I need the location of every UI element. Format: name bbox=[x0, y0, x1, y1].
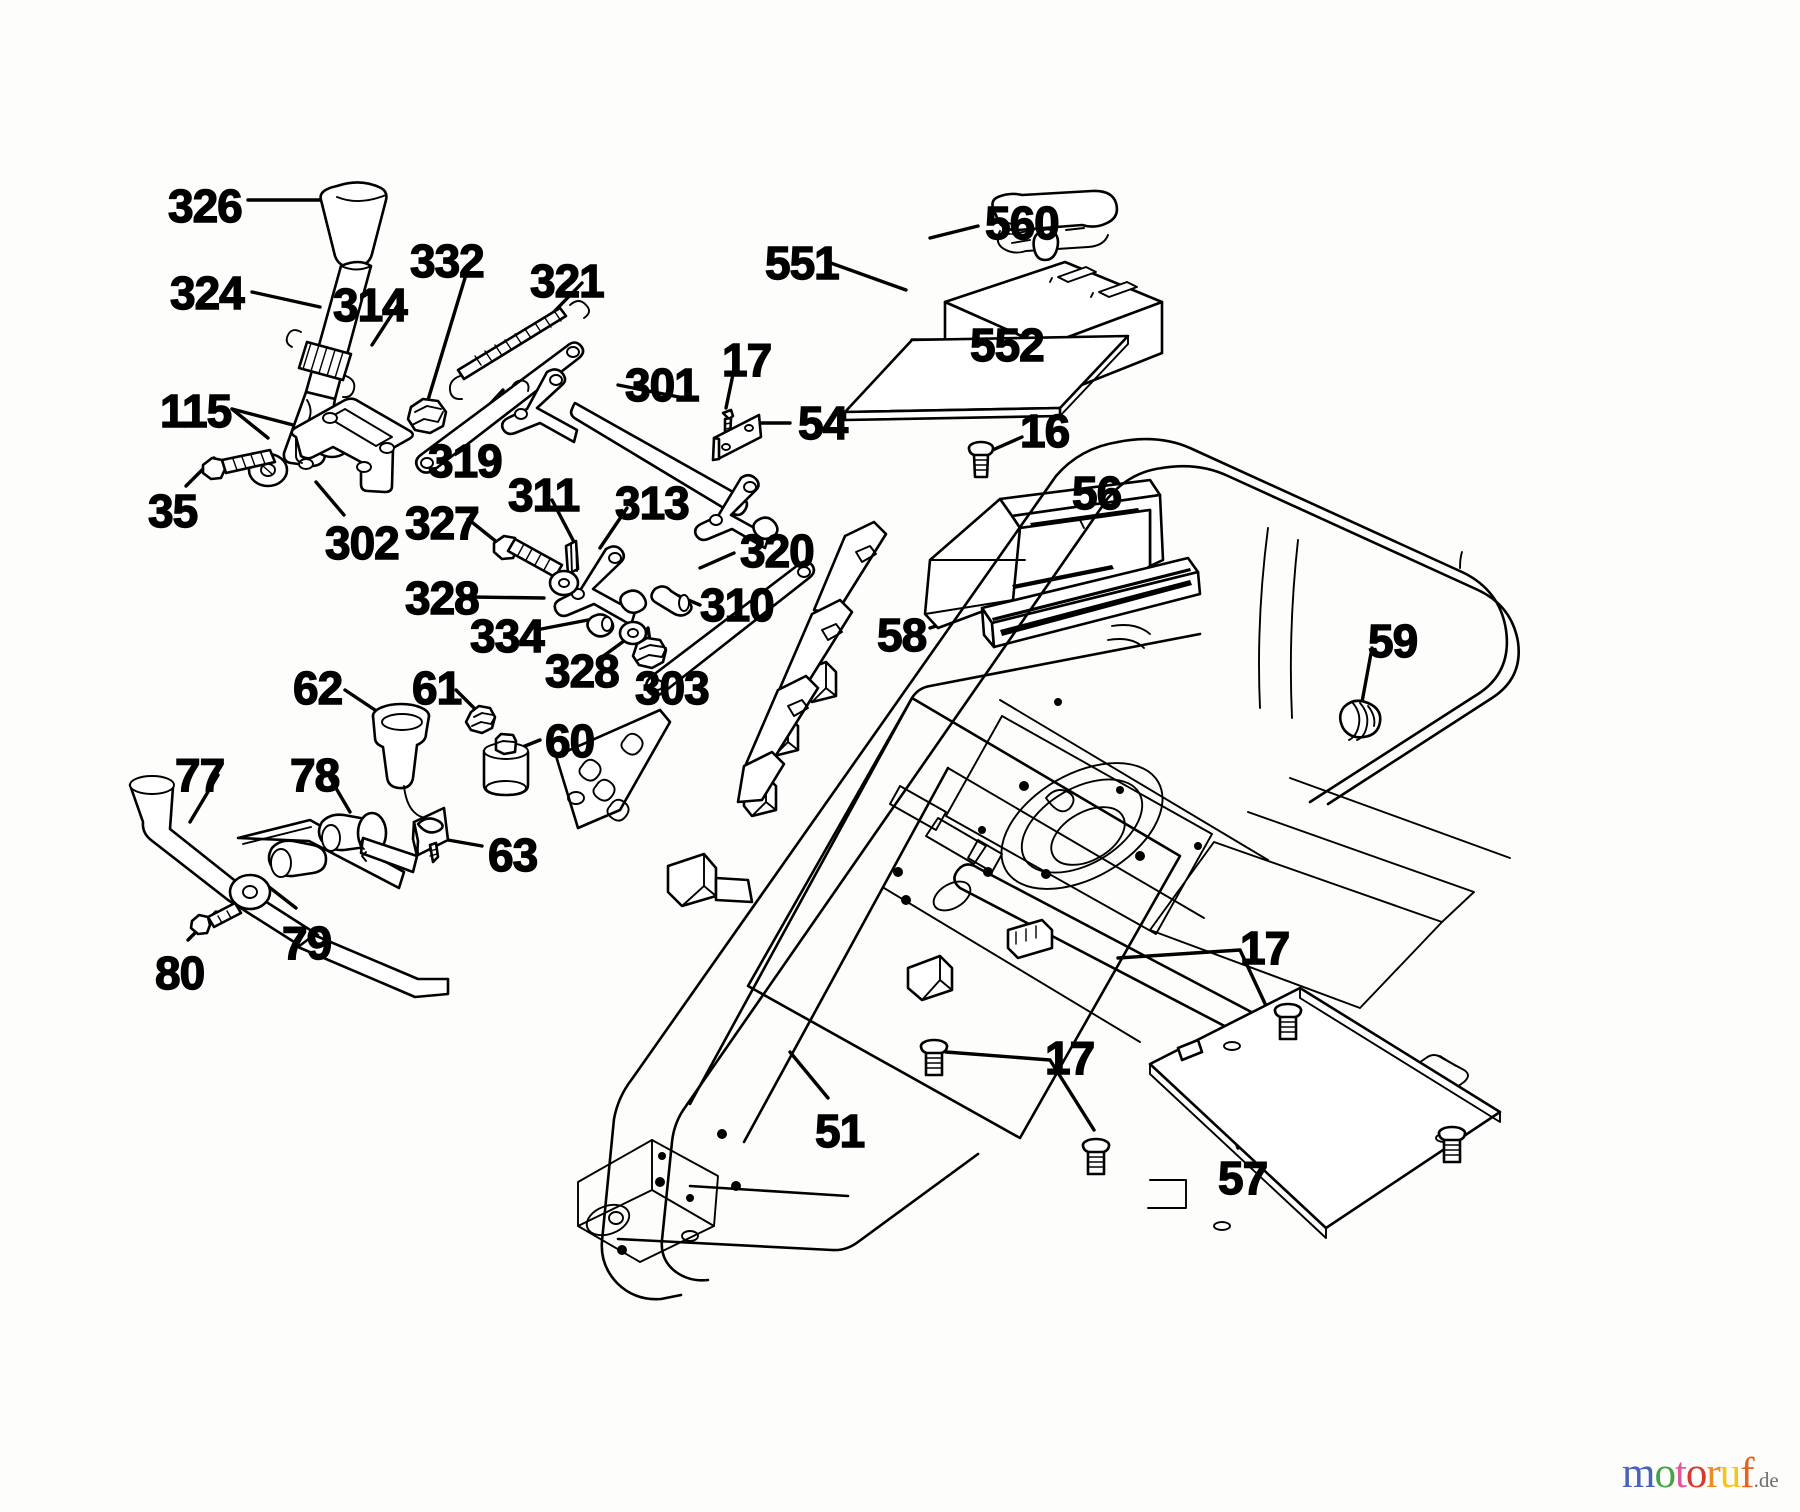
callout-552: 552 bbox=[969, 319, 1045, 371]
callout-321: 321 bbox=[529, 255, 605, 307]
part-17b-screw bbox=[1273, 1002, 1303, 1041]
callout-17-top: 17 bbox=[721, 334, 773, 386]
part-303-lock-nut bbox=[631, 636, 668, 670]
callout-326: 326 bbox=[167, 180, 243, 232]
watermark-letter-m: m bbox=[1622, 1450, 1655, 1497]
part-17c-screw bbox=[1081, 1137, 1111, 1176]
callout-16: 16 bbox=[1019, 405, 1071, 457]
callout-62: 62 bbox=[292, 662, 344, 714]
callout-302: 302 bbox=[324, 517, 400, 569]
callout-313: 313 bbox=[614, 477, 690, 529]
callout-328-upper: 328 bbox=[404, 572, 480, 624]
callout-58: 58 bbox=[876, 609, 928, 661]
callout-310: 310 bbox=[699, 579, 775, 631]
callout-560: 560 bbox=[984, 197, 1060, 249]
part-58-rail-bar bbox=[980, 556, 1202, 649]
part-16-carriage-bolt bbox=[967, 440, 995, 479]
part-313-lift-arm bbox=[553, 545, 648, 627]
part-59-end-cap bbox=[1338, 699, 1382, 741]
part-552-base-plate bbox=[843, 334, 1130, 422]
part-320-link-rod bbox=[644, 560, 816, 697]
watermark-letter-o2: o bbox=[1685, 1450, 1707, 1497]
part-60-grommet bbox=[482, 732, 530, 797]
callout-17-center: 17 bbox=[1044, 1032, 1096, 1084]
callout-35: 35 bbox=[147, 485, 199, 537]
part-321-long-spring bbox=[448, 300, 590, 401]
callout-54: 54 bbox=[797, 397, 849, 449]
watermark-letter-t: t bbox=[1674, 1450, 1687, 1497]
callout-320: 320 bbox=[739, 525, 815, 577]
part-35-hex-bolt bbox=[201, 448, 277, 481]
part-78-sleeve-body bbox=[267, 839, 328, 878]
part-17b2-screw bbox=[1437, 1125, 1467, 1164]
watermark-letter-f: f bbox=[1740, 1450, 1754, 1497]
callout-311: 311 bbox=[507, 469, 581, 521]
callout-314: 314 bbox=[332, 279, 408, 331]
part-328a-washer bbox=[548, 569, 580, 597]
callout-115: 115 bbox=[159, 385, 233, 437]
part-17c2-screw bbox=[919, 1038, 949, 1077]
callout-57: 57 bbox=[1217, 1152, 1269, 1204]
part-334-spacer bbox=[586, 613, 615, 638]
callout-301: 301 bbox=[624, 359, 700, 411]
callout-303: 303 bbox=[634, 662, 710, 714]
part-78-bushing bbox=[317, 811, 388, 855]
part-310-spacer bbox=[650, 585, 693, 617]
callout-63: 63 bbox=[487, 829, 539, 881]
part-57-floor-panel bbox=[1147, 986, 1502, 1239]
callout-78: 78 bbox=[289, 749, 341, 801]
callout-61: 61 bbox=[411, 662, 463, 714]
callout-551: 551 bbox=[764, 237, 840, 289]
callout-59: 59 bbox=[1367, 615, 1419, 667]
part-314-small-spring bbox=[285, 329, 356, 399]
part-80-shoulder-bolt bbox=[189, 901, 243, 936]
callout-328-lower: 328 bbox=[544, 645, 620, 697]
part-311-retaining-clip bbox=[564, 539, 580, 576]
callout-80: 80 bbox=[154, 947, 206, 999]
watermark-letter-u: u bbox=[1719, 1450, 1741, 1497]
part-301-lift-shaft bbox=[500, 368, 779, 550]
callout-17-right: 17 bbox=[1239, 922, 1291, 974]
callout-319: 319 bbox=[427, 435, 503, 487]
part-327-shoulder-bolt bbox=[492, 534, 564, 579]
part-77-steering-rod bbox=[128, 775, 450, 999]
watermark-letter-o1: o bbox=[1654, 1450, 1675, 1497]
motoruf-watermark: motoruf.de bbox=[1622, 1452, 1779, 1502]
callout-51: 51 bbox=[814, 1105, 866, 1157]
watermark-suffix: .de bbox=[1753, 1468, 1779, 1492]
part-326-knob bbox=[319, 181, 388, 269]
part-328b-washer bbox=[618, 620, 648, 646]
callout-324: 324 bbox=[169, 267, 245, 319]
part-61-lock-nut bbox=[464, 704, 497, 735]
callout-332: 332 bbox=[409, 235, 485, 287]
part-62-rubber-cap bbox=[371, 702, 433, 819]
callout-60: 60 bbox=[544, 715, 596, 767]
part-79-washer bbox=[228, 873, 272, 911]
leader-lines bbox=[184, 198, 1374, 1150]
part-51-main-frame bbox=[554, 437, 1520, 1301]
part-319-link-rod bbox=[414, 341, 585, 474]
part-302-lift-bracket bbox=[290, 397, 415, 494]
callout-327: 327 bbox=[404, 497, 480, 549]
callout-77: 77 bbox=[174, 749, 226, 801]
part-332-lock-nut bbox=[406, 397, 448, 435]
callout-56: 56 bbox=[1071, 467, 1123, 519]
part-54-bracket bbox=[711, 413, 763, 462]
part-560-hold-down-strap bbox=[991, 189, 1119, 262]
part-63-switch-with-key bbox=[359, 806, 450, 874]
watermark-letter-r: r bbox=[1706, 1450, 1720, 1497]
callout-334: 334 bbox=[469, 610, 545, 662]
callout-79: 79 bbox=[281, 917, 333, 969]
